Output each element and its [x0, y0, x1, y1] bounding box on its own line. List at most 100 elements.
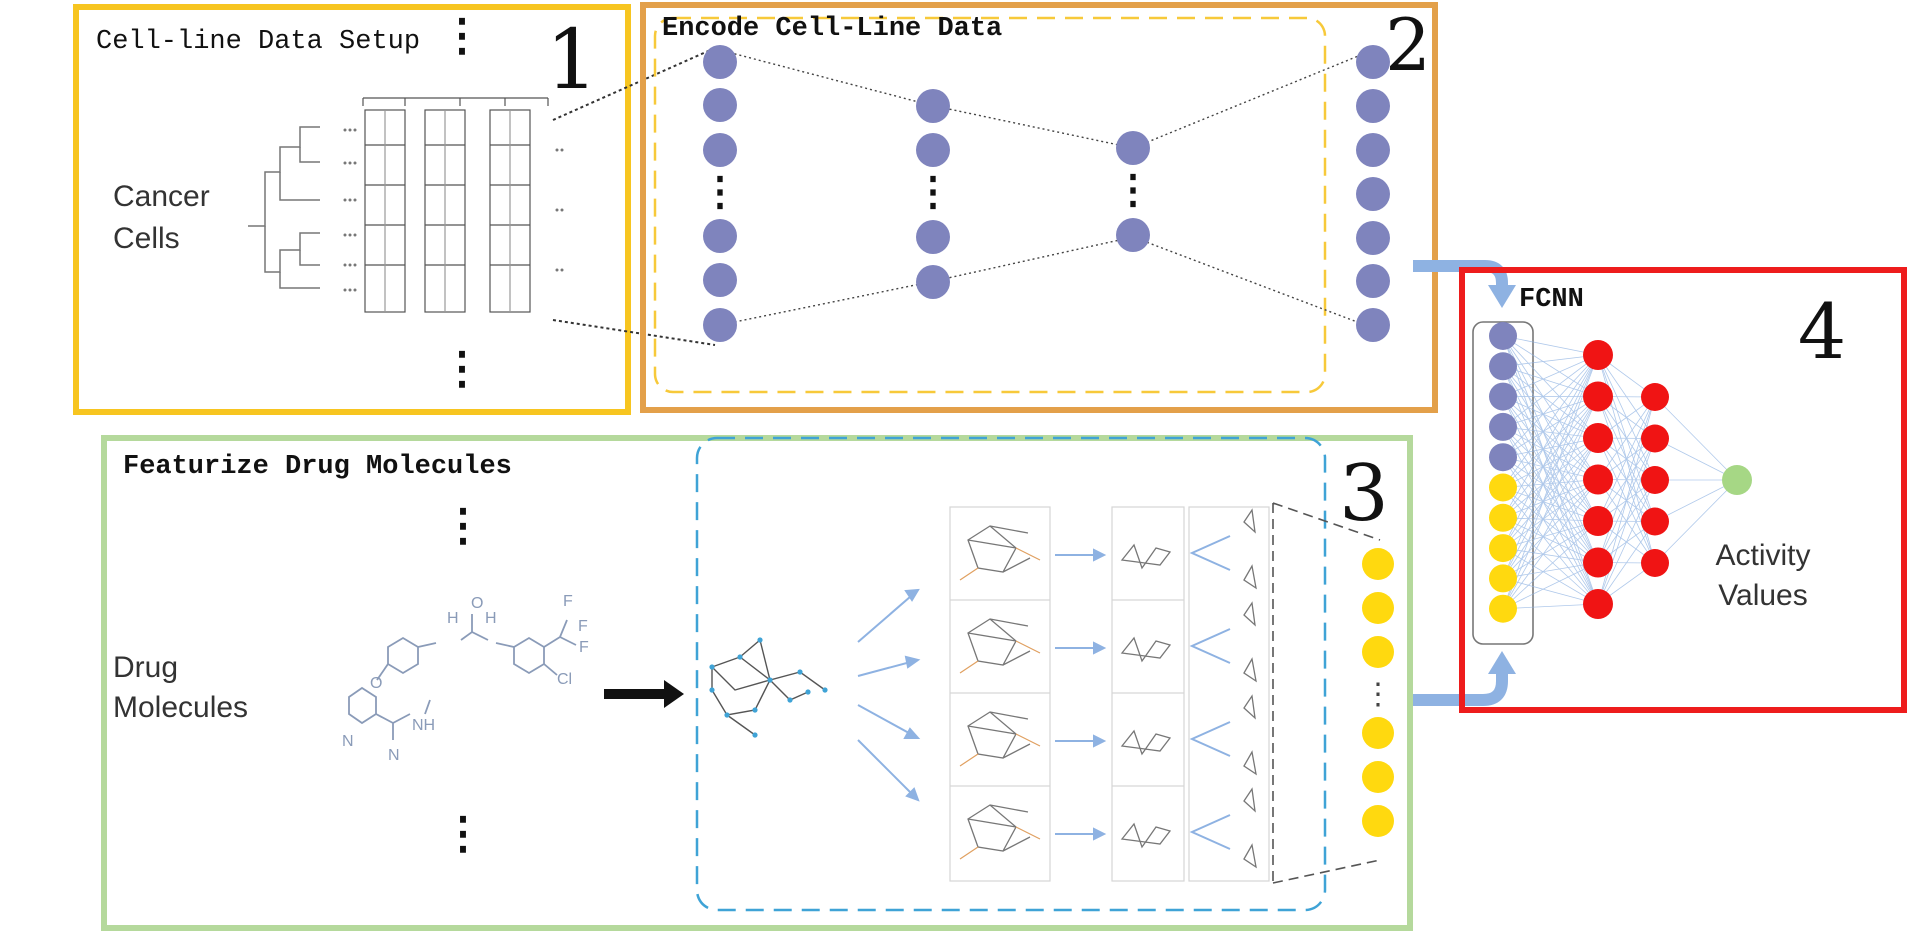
fcnn-edge: [1502, 437, 1599, 549]
fcnn-edge: [1502, 456, 1599, 522]
fcnn-edge: [1654, 479, 1738, 522]
fcnn-edge: [1502, 354, 1599, 458]
fcnn-edge: [1502, 437, 1599, 519]
fcnn-edge: [1502, 437, 1599, 579]
fcnn-edge: [1502, 396, 1599, 563]
encoder-node: [916, 265, 950, 299]
fcnn-edge: [1502, 578, 1599, 605]
drug-label-line1: Drug: [113, 651, 178, 684]
drug-feature-node: [1362, 761, 1394, 793]
encoder-connectors: [719, 49, 1374, 329]
drug-feature-node: [1362, 717, 1394, 749]
fcnn-edge: [1597, 396, 1656, 480]
encoder-node: [1356, 133, 1390, 167]
fcnn-hidden-node: [1583, 340, 1613, 370]
molecular-graph: [711, 638, 826, 736]
fcnn-edge: [1502, 426, 1599, 439]
split-arrows: [1189, 535, 1231, 850]
drug-features-to-fcnn-arrow: [1413, 671, 1508, 706]
svg-text:N: N: [342, 733, 354, 750]
activity-values-label-line1: Activity: [1715, 539, 1810, 572]
encoder-node: [703, 133, 737, 167]
fcnn-edge: [1502, 520, 1599, 609]
fcnn-edge: [1654, 438, 1738, 481]
fcnn-edge: [1502, 426, 1599, 563]
fcnn-input-layer: [1489, 322, 1517, 623]
fcnn-edge: [1502, 366, 1599, 480]
cell-line-panel-number: 1: [546, 13, 598, 108]
encoder-layer-input-ellipsis: ⋮: [700, 170, 740, 214]
fcnn-edge: [1502, 396, 1599, 488]
cancer-cells-label-line2: Cells: [113, 222, 180, 255]
fcnn-input-node-cell: [1489, 322, 1517, 350]
fcnn-input-node-drug: [1489, 594, 1517, 623]
fcnn-edge: [1502, 487, 1599, 605]
encoder-node: [703, 88, 737, 122]
drug-features-to-fcnn-arrowhead: [1488, 651, 1516, 674]
drug-bottom-ellipsis: ⋮: [441, 809, 485, 858]
fcnn-edge: [1502, 456, 1599, 605]
drug-feature-node: [1362, 636, 1394, 668]
svg-text:H: H: [485, 610, 497, 627]
fcnn-edge: [1502, 366, 1599, 522]
fcnn-edge: [1502, 562, 1599, 610]
encoder-dashed-region: [653, 16, 1327, 394]
fcnn-edge: [1502, 479, 1599, 579]
fcnn-edge: [1502, 426, 1599, 605]
fcnn-edge: [1502, 354, 1599, 397]
drug-feature-node: [1362, 592, 1394, 624]
drug-panel-number: 3: [1339, 449, 1389, 539]
matrix-dots: [343, 128, 564, 292]
fcnn-edge: [1502, 517, 1599, 522]
fcnn-edge: [1654, 396, 1738, 481]
conv-row-arrows: [1055, 548, 1107, 841]
svg-text:NH: NH: [412, 717, 435, 734]
fcnn-hidden-layer-2: [1641, 383, 1669, 577]
fcnn-hidden-node: [1583, 464, 1613, 495]
encoder-node: [1356, 89, 1390, 123]
drug-label-line2: Molecules: [113, 691, 248, 724]
fcnn-input-node-drug: [1489, 534, 1517, 563]
fcnn-hidden-node: [1583, 506, 1613, 536]
fcnn-edge: [1654, 479, 1738, 564]
top-ellipsis: ⋮: [440, 11, 484, 60]
fcnn-edge: [1502, 517, 1599, 563]
encoder-layer-hidden1-ellipsis: ⋮: [913, 170, 953, 214]
fcnn-hidden-node: [1641, 507, 1669, 536]
activity-values-label-line2: Values: [1718, 579, 1808, 612]
fcnn-edge: [1502, 520, 1599, 549]
fcnn-edge: [1502, 547, 1599, 563]
fcnn-edge: [1502, 517, 1599, 605]
triangles: [1243, 508, 1257, 869]
fcnn-hidden-node: [1583, 423, 1613, 453]
conv-row-graph-accents: [959, 547, 1041, 860]
fcnn-edge: [1502, 354, 1599, 428]
encoder-node: [1356, 264, 1390, 298]
fcnn-output-node: [1722, 465, 1752, 495]
fcnn-edge: [1597, 521, 1656, 605]
fcnn-input-node-drug: [1489, 564, 1517, 593]
fcnn-edge: [1502, 354, 1599, 549]
fcnn-input-node-drug: [1489, 473, 1517, 502]
encoder-node: [1356, 177, 1390, 211]
fcnn-edge: [1502, 426, 1599, 480]
encoder-layer-bottleneck: [1116, 131, 1150, 252]
fcnn-edge: [1502, 366, 1599, 563]
encoder-layer-output: [1356, 45, 1390, 342]
fcnn-edge: [1502, 335, 1599, 480]
encoder-node: [1356, 45, 1390, 79]
fcnn-edge: [1502, 354, 1599, 488]
drug-top-ellipsis: ⋮: [441, 501, 485, 550]
fcnn-input-node-cell: [1489, 352, 1517, 381]
fcnn-panel-title: FCNN: [1519, 285, 1584, 315]
drug-to-graph-arrowhead: [664, 680, 684, 708]
fcnn-edge: [1502, 437, 1599, 488]
fcnn-edge: [1502, 437, 1599, 458]
fcnn-edge: [1502, 479, 1599, 488]
fcnn-edge: [1502, 396, 1599, 428]
svg-text:O: O: [370, 675, 382, 692]
cell-line-panel-title: Cell-line Data Setup: [96, 27, 420, 57]
fcnn-panel: FCNN 4 Activity Values: [1459, 267, 1907, 713]
fcnn-edge: [1502, 479, 1599, 519]
encoder-node: [1116, 131, 1150, 165]
